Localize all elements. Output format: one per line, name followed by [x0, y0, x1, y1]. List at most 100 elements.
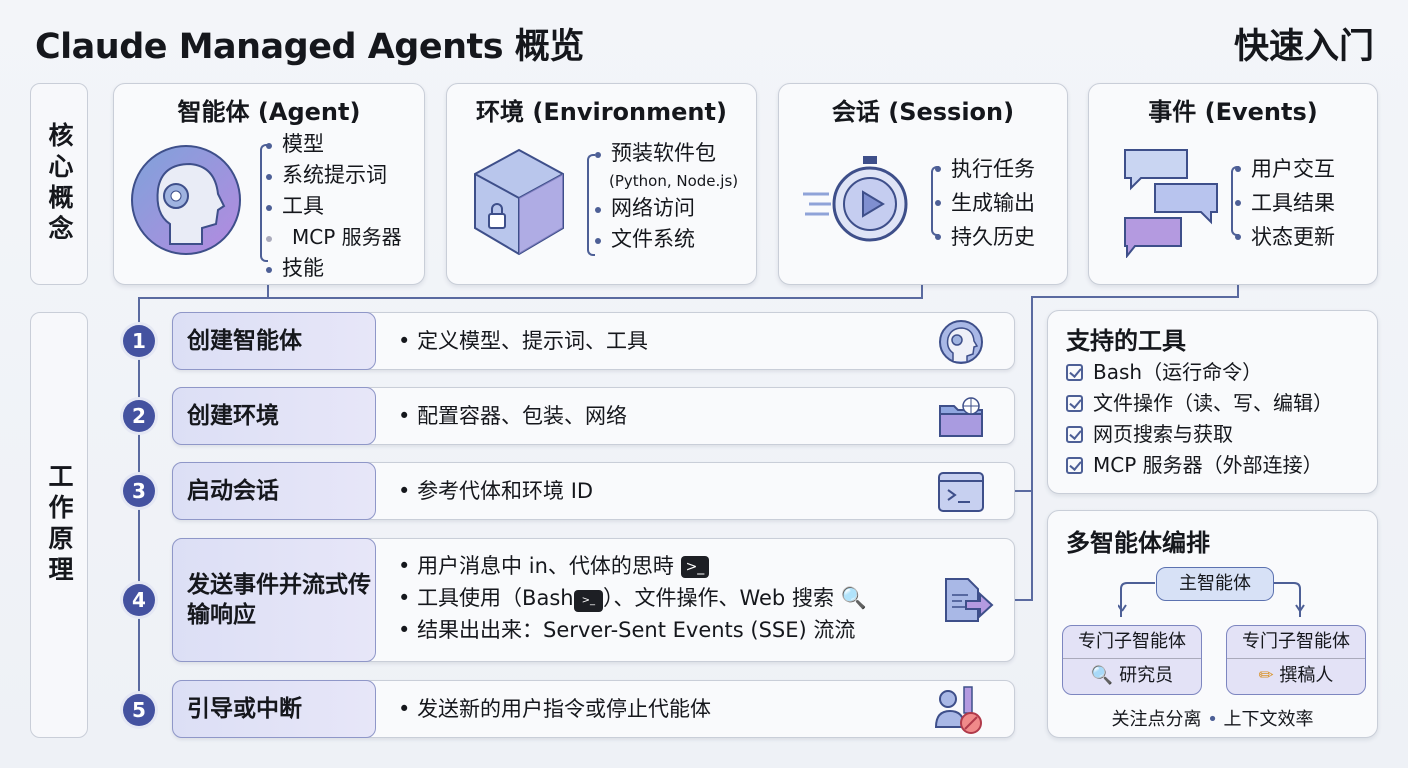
bracket	[587, 154, 595, 256]
quick-start-heading: 快速入门	[1233, 27, 1374, 67]
connector	[1031, 296, 1033, 601]
list-item-note: (Python, Node.js)	[609, 172, 739, 190]
desc-item: 定义模型、提示词、工具	[398, 325, 648, 357]
list-item: 模型	[264, 129, 402, 160]
footer-item: 上下文效率	[1223, 709, 1314, 730]
robot-head-icon	[131, 145, 241, 255]
card-title: 事件 (Events)	[1148, 98, 1318, 126]
step-desc: 用户消息中 in、代体的思時 >_ 工具使用（Bash>_）、文件操作、Web …	[398, 550, 867, 646]
connector	[1237, 285, 1239, 298]
desc-item: 工具使用（Bash>_）、文件操作、Web 搜索 🔍	[398, 582, 867, 614]
connector	[139, 297, 923, 299]
checkbox-checked-icon	[1066, 395, 1083, 412]
section-label: 工作原理	[45, 463, 74, 587]
step-desc: 配置容器、包装、网络	[398, 400, 627, 432]
agent-items: 模型 系统提示词 工具 MCP 服务器 技能	[264, 129, 402, 284]
step-row-create-agent: 创建智能体 定义模型、提示词、工具	[172, 312, 1015, 370]
multi-agent-panel: 多智能体编排 主智能体 专门子智能体 🔍 研究员 专门子智能体 ✏ 撰稿人 关注…	[1047, 510, 1378, 738]
list-item: 技能	[264, 253, 402, 284]
list-item: 网络访问	[593, 193, 738, 224]
section-how-it-works: 工作原理	[30, 312, 88, 738]
desc-item: 发送新的用户指令或停止代能体	[398, 693, 711, 725]
panel-title: 支持的工具	[1066, 327, 1186, 355]
terminal-icon: >_	[573, 590, 603, 612]
desc-item: 用户消息中 in、代体的思時 >_	[398, 550, 867, 582]
tool-item: 文件操作（读、写、编辑）	[1066, 388, 1333, 419]
step-row-send-events: 发送事件并流式传输响应 用户消息中 in、代体的思時 >_ 工具使用（Bash>…	[172, 538, 1015, 662]
step-number: 4	[123, 584, 155, 616]
list-item: 生成输出	[933, 186, 1035, 220]
checkbox-checked-icon	[1066, 426, 1083, 443]
subagent-researcher: 专门子智能体 🔍 研究员	[1062, 625, 1202, 695]
magnifier-icon: 🔍	[840, 586, 867, 610]
subagent-role: 研究员	[1119, 665, 1174, 686]
list-item: MCP 服务器	[264, 222, 402, 253]
footer-item: 关注点分离	[1111, 709, 1202, 730]
step-number: 5	[123, 694, 155, 726]
step-desc: 参考代体和环境 ID	[398, 475, 593, 507]
bracket	[260, 144, 268, 262]
container-cube-icon	[474, 148, 564, 256]
step-label: 发送事件并流式传输响应	[172, 538, 376, 662]
list-item: 工具	[264, 191, 402, 222]
list-item: 工具结果	[1233, 186, 1335, 220]
folder-globe-icon	[939, 397, 983, 437]
subagent-label: 专门子智能体	[1227, 626, 1365, 659]
step-label: 创建环境	[172, 387, 376, 445]
desc-item: 结果出出来：Server-Sent Events (SSE) 流流	[398, 614, 867, 646]
tool-label: 文件操作（读、写、编辑）	[1093, 391, 1333, 415]
supported-tools-panel: 支持的工具 Bash（运行命令） 文件操作（读、写、编辑） 网页搜索与获取 MC…	[1047, 310, 1378, 494]
events-items: 用户交互 工具结果 状态更新	[1233, 152, 1335, 254]
environment-items: 预装软件包 (Python, Node.js) 网络访问 文件系统	[593, 138, 738, 255]
robot-avatar-icon	[939, 320, 983, 364]
card-title: 会话 (Session)	[831, 98, 1015, 126]
chat-bubbles-icon	[1124, 149, 1218, 258]
subagent-writer: 专门子智能体 ✏ 撰稿人	[1226, 625, 1366, 695]
panel-title: 多智能体编排	[1066, 529, 1210, 557]
main-agent-node: 主智能体	[1156, 567, 1274, 601]
card-agent: 智能体 (Agent) 模型 系统提示词 工具 MCP 服务器 技能	[113, 83, 425, 285]
step-row-steer-interrupt: 引导或中断 发送新的用户指令或停止代能体	[172, 680, 1015, 738]
connector	[1032, 296, 1239, 298]
list-item: 文件系统	[593, 224, 738, 255]
tool-item: MCP 服务器（外部连接）	[1066, 450, 1333, 481]
tool-item: Bash（运行命令）	[1066, 357, 1333, 388]
step-row-start-session: 启动会话 参考代体和环境 ID	[172, 462, 1015, 520]
terminal-window-icon	[938, 472, 984, 512]
list-item: 状态更新	[1233, 220, 1335, 254]
checkbox-checked-icon	[1066, 364, 1083, 381]
page-title: Claude Managed Agents 概览	[35, 27, 584, 67]
list-item: 用户交互	[1233, 152, 1335, 186]
user-stop-icon	[934, 686, 982, 734]
step-number: 1	[123, 325, 155, 357]
magnifier-icon: 🔍	[1090, 665, 1114, 686]
step-label: 创建智能体	[172, 312, 376, 370]
connector	[1015, 490, 1032, 492]
card-environment: 环境 (Environment) 预装软件包 (Python, Node.js)…	[446, 83, 757, 285]
tool-label: 网页搜索与获取	[1093, 422, 1233, 446]
desc-item: 配置容器、包装、网络	[398, 400, 627, 432]
subagent-label: 专门子智能体	[1063, 626, 1201, 659]
tools-list: Bash（运行命令） 文件操作（读、写、编辑） 网页搜索与获取 MCP 服务器（…	[1066, 357, 1333, 481]
subagent-role: 撰稿人	[1279, 665, 1334, 686]
step-number: 2	[123, 400, 155, 432]
step-label: 引导或中断	[172, 680, 376, 738]
card-events: 事件 (Events) 用户交互 工具结果 状态更新	[1088, 83, 1378, 285]
list-item: 持久历史	[933, 220, 1035, 254]
terminal-icon: >_	[680, 556, 710, 578]
list-item: 系统提示词	[264, 160, 402, 191]
desc-text: ）、文件操作、Web 搜索	[602, 586, 834, 610]
dot-separator: •	[1207, 709, 1218, 730]
tool-item: 网页搜索与获取	[1066, 419, 1333, 450]
desc-text: 工具使用（Bash	[417, 586, 574, 610]
session-items: 执行任务 生成输出 持久历史	[933, 152, 1035, 254]
stopwatch-play-icon	[803, 156, 908, 242]
checkbox-checked-icon	[1066, 457, 1083, 474]
step-row-create-environment: 创建环境 配置容器、包装、网络	[172, 387, 1015, 445]
connector	[921, 285, 923, 299]
tool-label: MCP 服务器（外部连接）	[1093, 453, 1323, 477]
desc-item: 参考代体和环境 ID	[398, 475, 593, 507]
card-title: 智能体 (Agent)	[177, 98, 361, 126]
card-title: 环境 (Environment)	[476, 98, 727, 126]
list-item: 预装软件包	[593, 138, 738, 169]
